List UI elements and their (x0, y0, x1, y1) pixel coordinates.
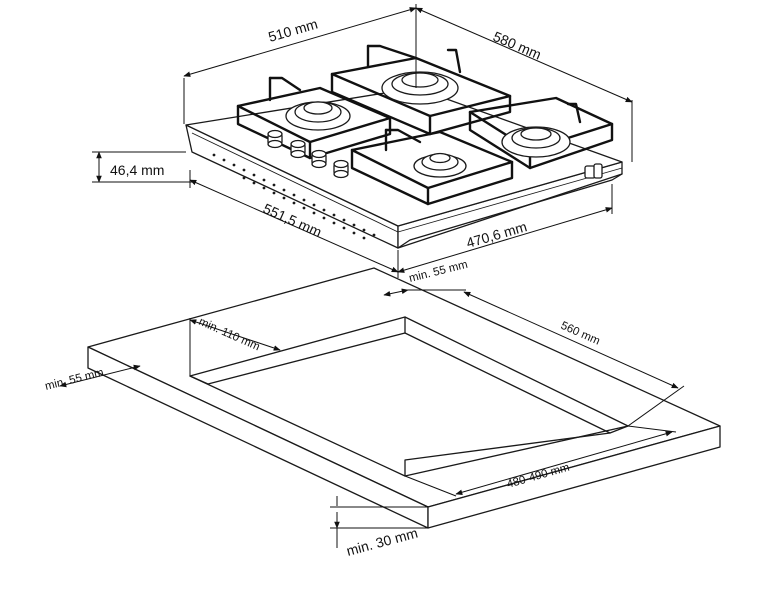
control-knob-4-icon (333, 159, 349, 179)
dim-line-depth (415, 7, 633, 103)
control-knob-2-icon (290, 139, 306, 159)
dim-line-cutout-width (455, 431, 673, 495)
dim-line-front-depth (397, 207, 613, 273)
label-worktop-thickness: min. 30 mm (345, 525, 420, 559)
label-clearance-front: min. 55 mm (44, 367, 105, 393)
label-clearance-back: min. 55 mm (408, 259, 469, 285)
burner-front (413, 152, 467, 178)
dimension-lines (59, 4, 685, 548)
burner-left (285, 101, 351, 131)
label-cutout-depth: 560 mm (559, 320, 602, 348)
dim-line-clearance-side (189, 319, 281, 351)
burner-back (381, 71, 459, 105)
cutout-inner-wall-left (189, 332, 406, 385)
worktop (87, 267, 721, 529)
label-width: 510 mm (266, 16, 319, 45)
dim-line-cutout-depth (463, 291, 679, 389)
dim-line-clearance-front (59, 364, 141, 388)
burner-right (501, 126, 571, 158)
control-knob-1-icon (267, 129, 283, 149)
dim-line-width (183, 7, 417, 77)
gas-inlet-connector (584, 163, 603, 179)
control-knob-3-icon (311, 149, 327, 169)
label-height: 46,4 mm (110, 162, 164, 178)
dim-line-front-width (189, 179, 399, 273)
label-depth: 580 mm (491, 28, 544, 62)
dim-line-clearance-back (383, 288, 409, 297)
control-knobs (267, 129, 349, 179)
pan-support-left (236, 76, 392, 160)
gas-hob (185, 44, 623, 249)
